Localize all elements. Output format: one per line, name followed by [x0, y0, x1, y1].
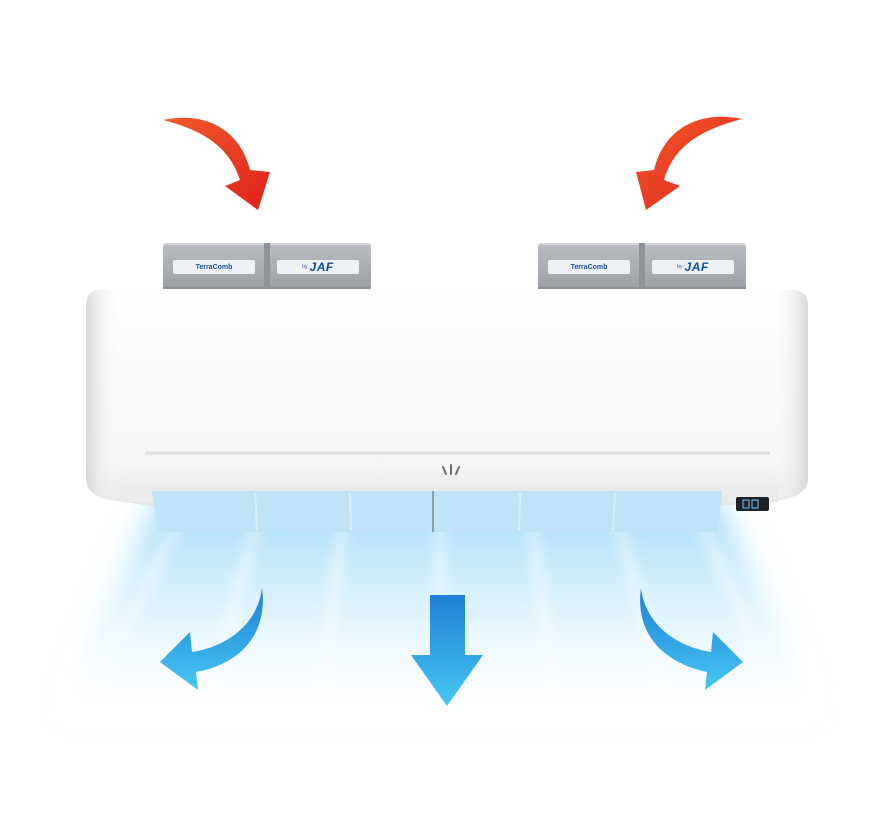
maker-label: by JAF: [277, 260, 359, 274]
outflow-arrow-icon: [411, 595, 483, 706]
maker-logo: JAF: [309, 260, 334, 274]
status-indicator-icon: [442, 464, 460, 475]
ac-indoor-unit: [86, 290, 808, 532]
display-panel-icon: [736, 497, 769, 511]
maker-prefix: by: [677, 264, 683, 270]
filter-module-left: TerraComb by JAF: [163, 243, 371, 289]
intake-arrow-icon: [163, 117, 270, 210]
louver: [152, 491, 722, 532]
maker-prefix: by: [302, 264, 308, 270]
intake-arrow-icon: [636, 116, 742, 210]
maker-label: by JAF: [652, 260, 734, 274]
maker-logo: JAF: [684, 260, 709, 274]
outflow-arrow-icon: [160, 588, 263, 690]
brand-label: TerraComb: [173, 260, 255, 274]
brand-label: TerraComb: [548, 260, 630, 274]
filter-divider: [639, 243, 645, 289]
filter-module-right: TerraComb by JAF: [538, 243, 746, 289]
outflow-arrow-icon: [640, 588, 743, 690]
filter-divider: [264, 243, 270, 289]
